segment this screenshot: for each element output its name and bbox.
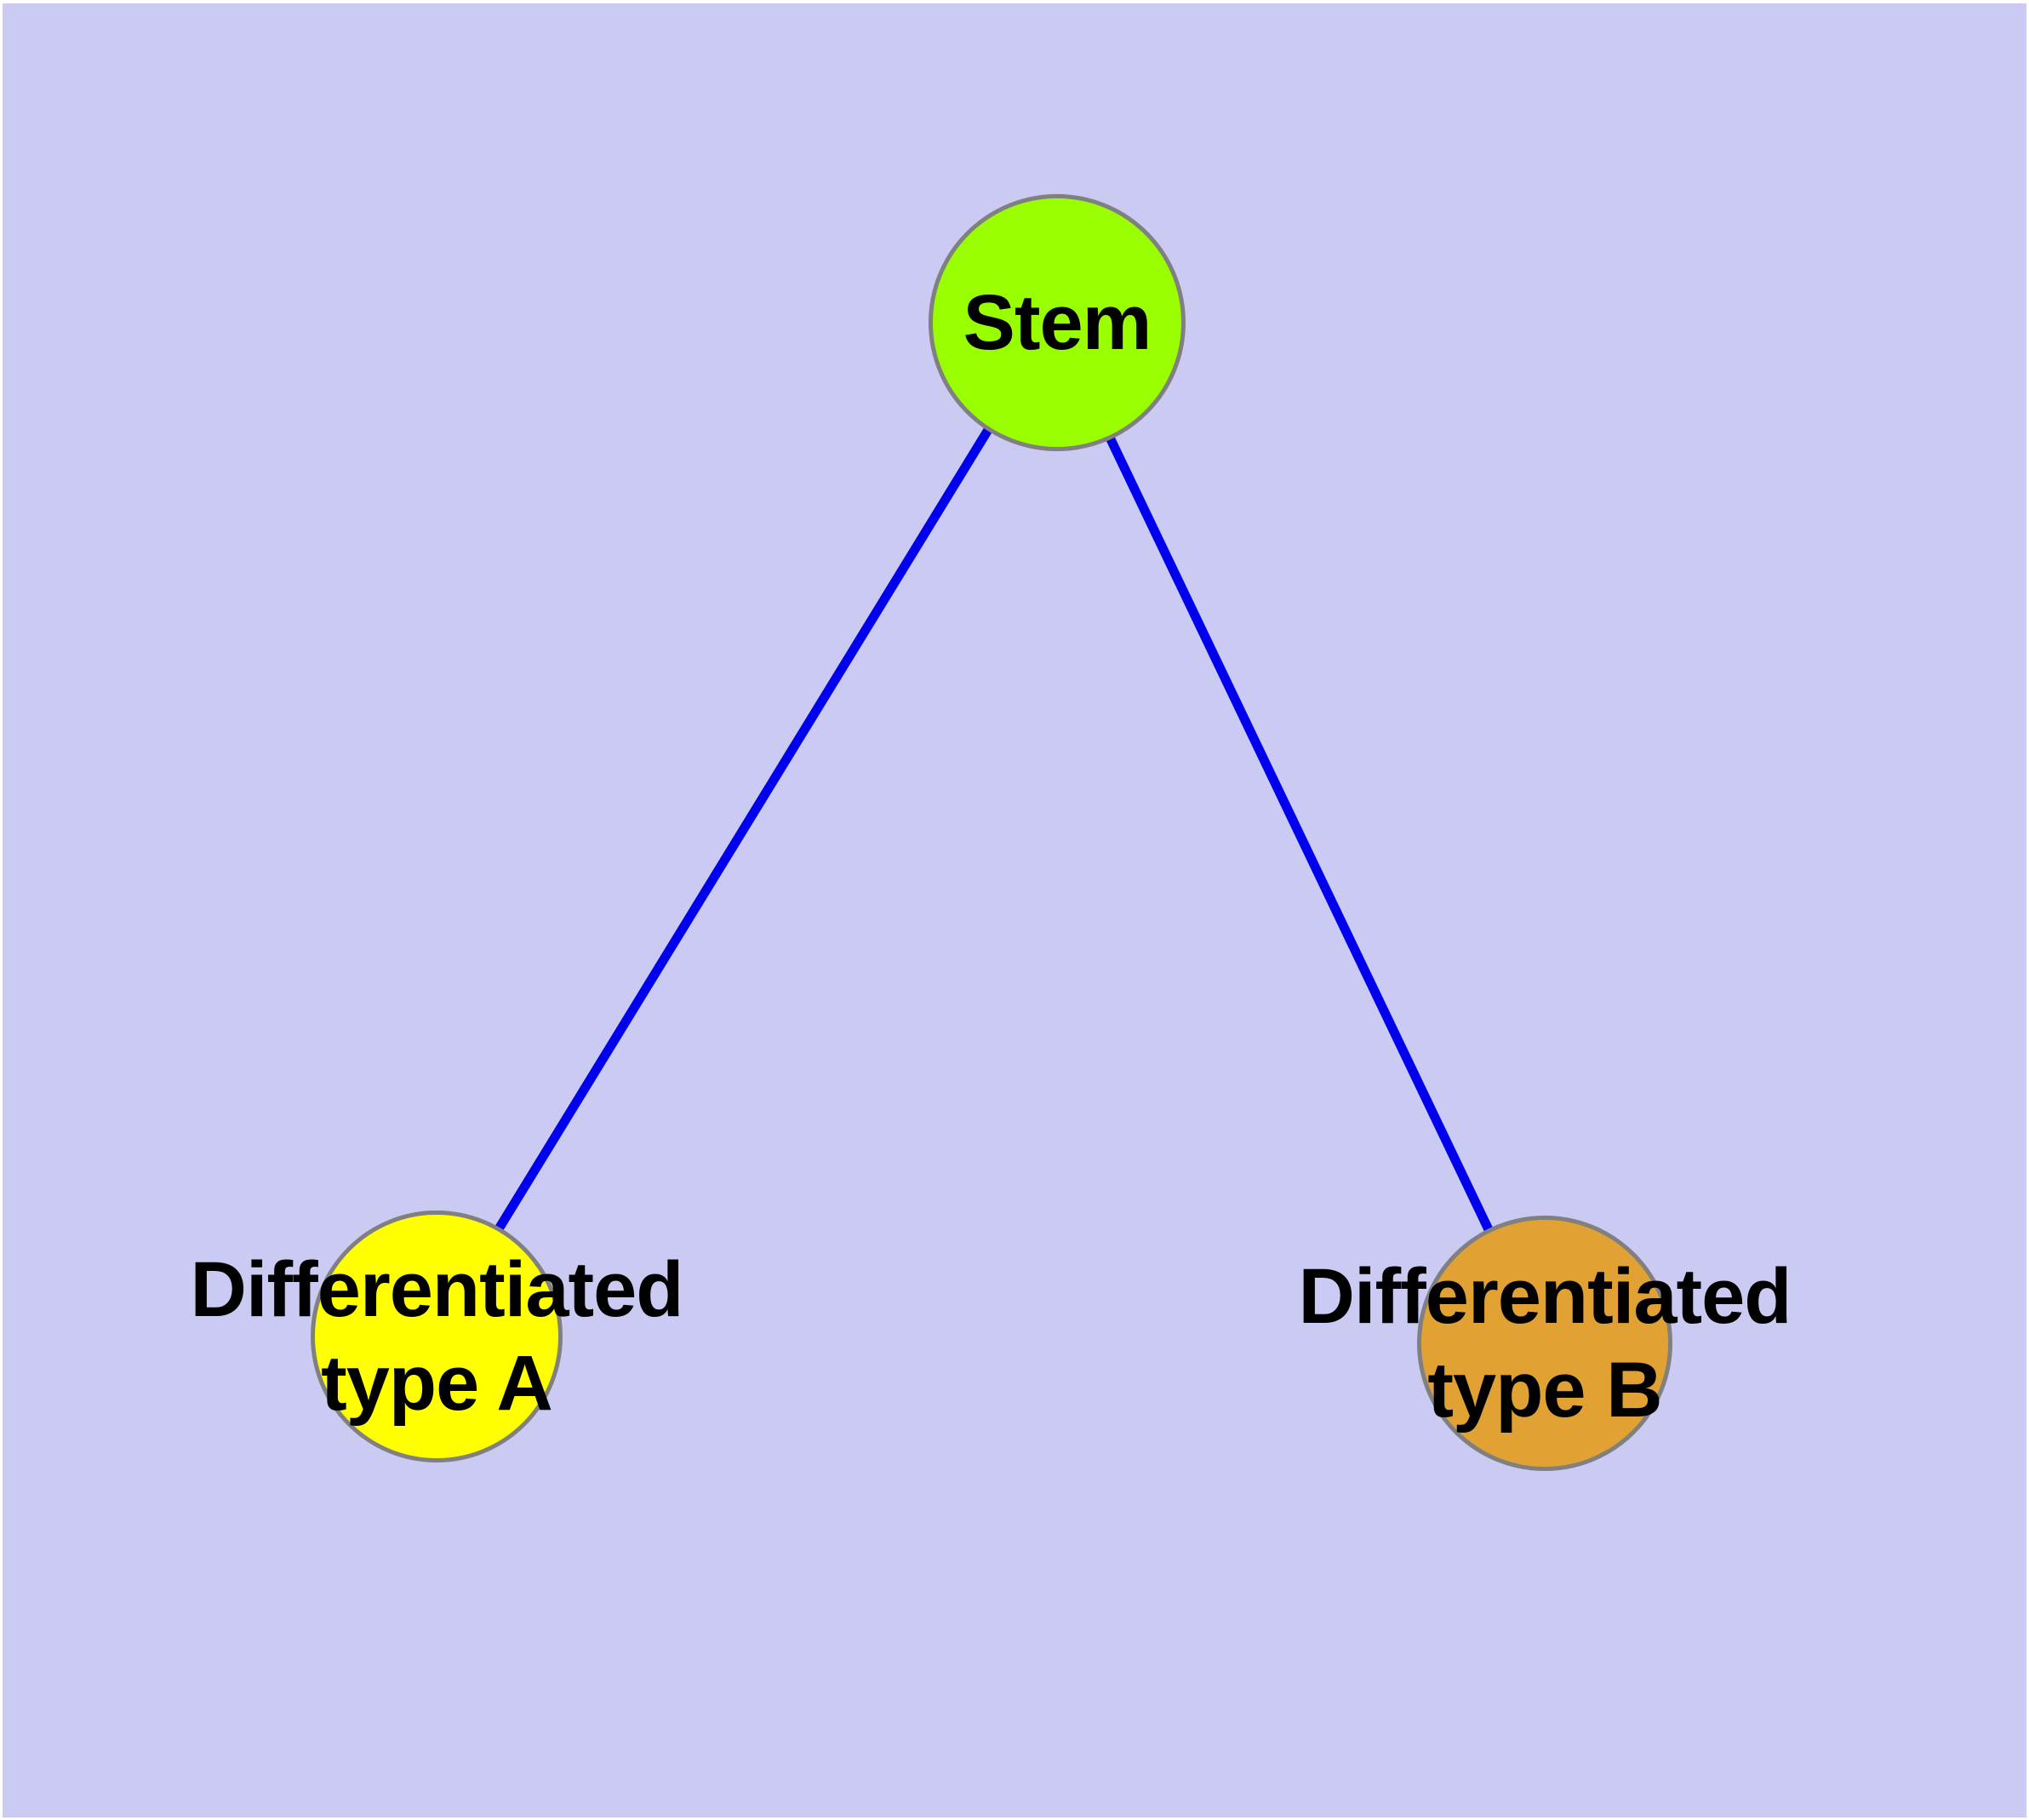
node-label-line: Differentiated <box>1298 1253 1792 1340</box>
node-label-line: type A <box>321 1340 553 1427</box>
edges-layer <box>432 318 1546 1342</box>
edge-stem-diff-a <box>432 318 1059 1335</box>
node-label-line: Stem <box>963 279 1152 366</box>
node-label-stem: Stem <box>963 276 1152 369</box>
node-label-line: Differentiated <box>190 1246 684 1333</box>
edge-stem-diff-b <box>1049 319 1546 1342</box>
node-label-line: type B <box>1427 1347 1662 1434</box>
node-stem: Stem <box>929 194 1186 451</box>
